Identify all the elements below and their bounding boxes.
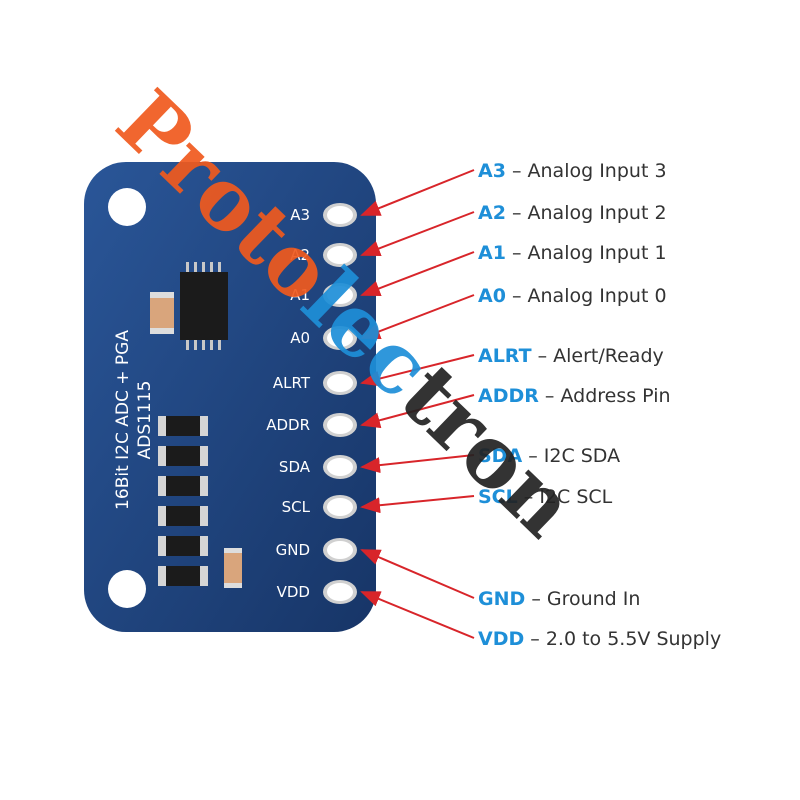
callout-description: – Address Pin bbox=[539, 385, 671, 407]
pin-alrt: ALRT bbox=[273, 371, 357, 395]
pin-vdd: VDD bbox=[277, 580, 357, 604]
callout-alrt: ALRT – Alert/Ready bbox=[478, 345, 664, 367]
pin-a0: A0 bbox=[290, 326, 357, 350]
pin-pad bbox=[327, 458, 353, 476]
callout-description: – 2.0 to 5.5V Supply bbox=[524, 628, 721, 650]
pin-sda: SDA bbox=[279, 455, 357, 479]
smd-resistor-array bbox=[158, 416, 208, 586]
callout-pin-name: ADDR bbox=[478, 385, 539, 407]
pin-pad bbox=[327, 329, 353, 347]
smd-resistor bbox=[158, 506, 208, 526]
smd-resistor bbox=[158, 416, 208, 436]
callout-description: – Analog Input 3 bbox=[506, 160, 667, 182]
pin-pad bbox=[327, 374, 353, 392]
pin-addr: ADDR bbox=[266, 413, 357, 437]
board-body bbox=[84, 162, 376, 632]
callout-pin-name: A0 bbox=[478, 285, 506, 307]
callout-pin-name: GND bbox=[478, 588, 525, 610]
callout-arrow bbox=[360, 211, 475, 257]
pin-pad bbox=[327, 583, 353, 601]
callout-arrow bbox=[360, 354, 475, 387]
callout-a0: A0 – Analog Input 0 bbox=[478, 285, 667, 307]
callout-description: – Alert/Ready bbox=[532, 345, 664, 367]
callout-arrow bbox=[360, 495, 475, 514]
callout-a2: A2 – Analog Input 2 bbox=[478, 202, 667, 224]
pin-label: SDA bbox=[279, 458, 311, 476]
callout-pin-name: ALRT bbox=[478, 345, 532, 367]
pin-label: A1 bbox=[290, 286, 310, 304]
callout-description: – Ground In bbox=[525, 588, 640, 610]
callout-a1: A1 – Analog Input 1 bbox=[478, 242, 667, 264]
callout-pin-name: A2 bbox=[478, 202, 506, 224]
mounting-hole-top bbox=[108, 188, 146, 226]
callout-a3: A3 – Analog Input 3 bbox=[478, 160, 667, 182]
board-title-line2: ADS1115 bbox=[135, 381, 155, 460]
callout-pin-name: A3 bbox=[478, 160, 506, 182]
callout-scl: SCL – I2C SCL bbox=[478, 486, 613, 508]
pin-a3: A3 bbox=[290, 203, 357, 227]
pin-pad bbox=[327, 498, 353, 516]
adc-chip bbox=[180, 262, 228, 350]
smd-resistor bbox=[158, 476, 208, 496]
callout-description: – I2C SCL bbox=[518, 486, 613, 508]
mounting-hole-bottom bbox=[108, 570, 146, 608]
pin-label: A0 bbox=[290, 329, 310, 347]
pin-pad bbox=[327, 246, 353, 264]
pin-gnd: GND bbox=[276, 538, 357, 562]
pin-a2: A2 bbox=[290, 243, 357, 267]
pin-pad bbox=[327, 286, 353, 304]
callout-pin-name: A1 bbox=[478, 242, 506, 264]
callout-pin-name: VDD bbox=[478, 628, 524, 650]
pin-label: ALRT bbox=[273, 374, 311, 392]
callout-description: – Analog Input 0 bbox=[506, 285, 667, 307]
callout-pin-name: SDA bbox=[478, 445, 522, 467]
callout-gnd: GND – Ground In bbox=[478, 588, 640, 610]
callout-arrow bbox=[360, 294, 475, 340]
callout-arrow bbox=[360, 251, 475, 297]
callout-description: – Analog Input 1 bbox=[506, 242, 667, 264]
pin-pad bbox=[327, 416, 353, 434]
pin-a1: A1 bbox=[290, 283, 357, 307]
pin-label: A3 bbox=[290, 206, 310, 224]
callout-arrow bbox=[360, 394, 475, 429]
pin-pad bbox=[327, 206, 353, 224]
pin-pad bbox=[327, 541, 353, 559]
pin-label: A2 bbox=[290, 246, 310, 264]
pin-label: SCL bbox=[282, 498, 311, 516]
callout-arrows bbox=[360, 169, 475, 639]
callout-addr: ADDR – Address Pin bbox=[478, 385, 671, 407]
callout-arrow bbox=[360, 169, 475, 216]
pin-scl: SCL bbox=[282, 495, 357, 519]
smd-resistor bbox=[158, 536, 208, 556]
board-title: 16Bit I2C ADC + PGA ADS1115 bbox=[113, 330, 155, 510]
callout-description: – I2C SDA bbox=[522, 445, 620, 467]
smd-resistor bbox=[158, 566, 208, 586]
callout-description: – Analog Input 2 bbox=[506, 202, 667, 224]
smd-capacitor-small bbox=[224, 548, 242, 588]
callout-vdd: VDD – 2.0 to 5.5V Supply bbox=[478, 628, 721, 650]
smd-resistor bbox=[158, 446, 208, 466]
callout-labels: A3 – Analog Input 3A2 – Analog Input 2A1… bbox=[478, 160, 721, 650]
smd-capacitor bbox=[150, 292, 174, 334]
callout-pin-name: SCL bbox=[478, 486, 518, 508]
callout-arrow bbox=[360, 549, 475, 599]
board-title-line1: 16Bit I2C ADC + PGA bbox=[113, 330, 133, 510]
callout-sda: SDA – I2C SDA bbox=[478, 445, 620, 467]
callout-arrow bbox=[360, 454, 475, 474]
pin-label: ADDR bbox=[266, 416, 310, 434]
pin-label: GND bbox=[276, 541, 310, 559]
callout-arrow bbox=[360, 591, 475, 639]
pin-label: VDD bbox=[277, 583, 310, 601]
ads1115-board: 16Bit I2C ADC + PGA ADS1115 A3A2A1A0ALRT… bbox=[84, 162, 376, 632]
